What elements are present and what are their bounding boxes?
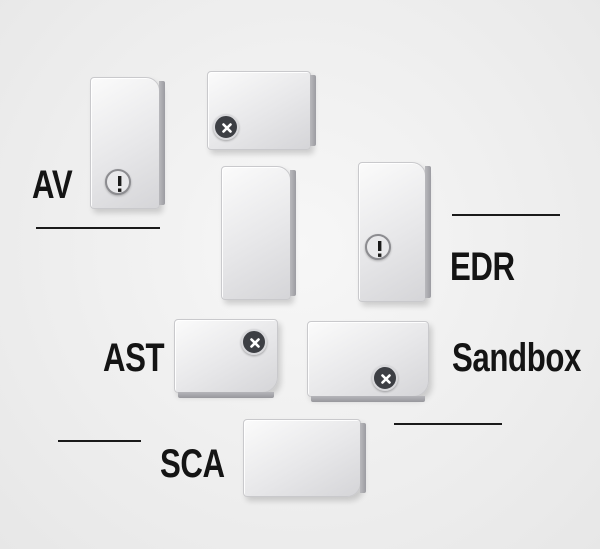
exclamation-icon	[365, 234, 391, 260]
sim-card-top	[207, 71, 316, 150]
exclamation-icon	[105, 169, 131, 195]
sim-card-ast	[174, 319, 278, 398]
close-icon	[372, 365, 398, 391]
sim-card-edr	[358, 162, 431, 302]
rule-edr	[452, 214, 560, 216]
label-ast: AST	[103, 336, 165, 380]
label-sca: SCA	[160, 442, 225, 486]
sim-card-sca	[243, 419, 366, 497]
label-edr: EDR	[450, 245, 515, 289]
close-icon	[213, 114, 239, 140]
label-av: AV	[32, 163, 73, 207]
close-icon	[241, 329, 267, 355]
rule-sca-left	[58, 440, 141, 442]
sim-card-sandbox	[307, 321, 429, 402]
sim-card-center	[221, 166, 296, 300]
sim-card-av	[90, 77, 165, 209]
rule-av	[36, 227, 160, 229]
label-sandbox: Sandbox	[452, 336, 582, 380]
rule-sandbox	[394, 423, 502, 425]
